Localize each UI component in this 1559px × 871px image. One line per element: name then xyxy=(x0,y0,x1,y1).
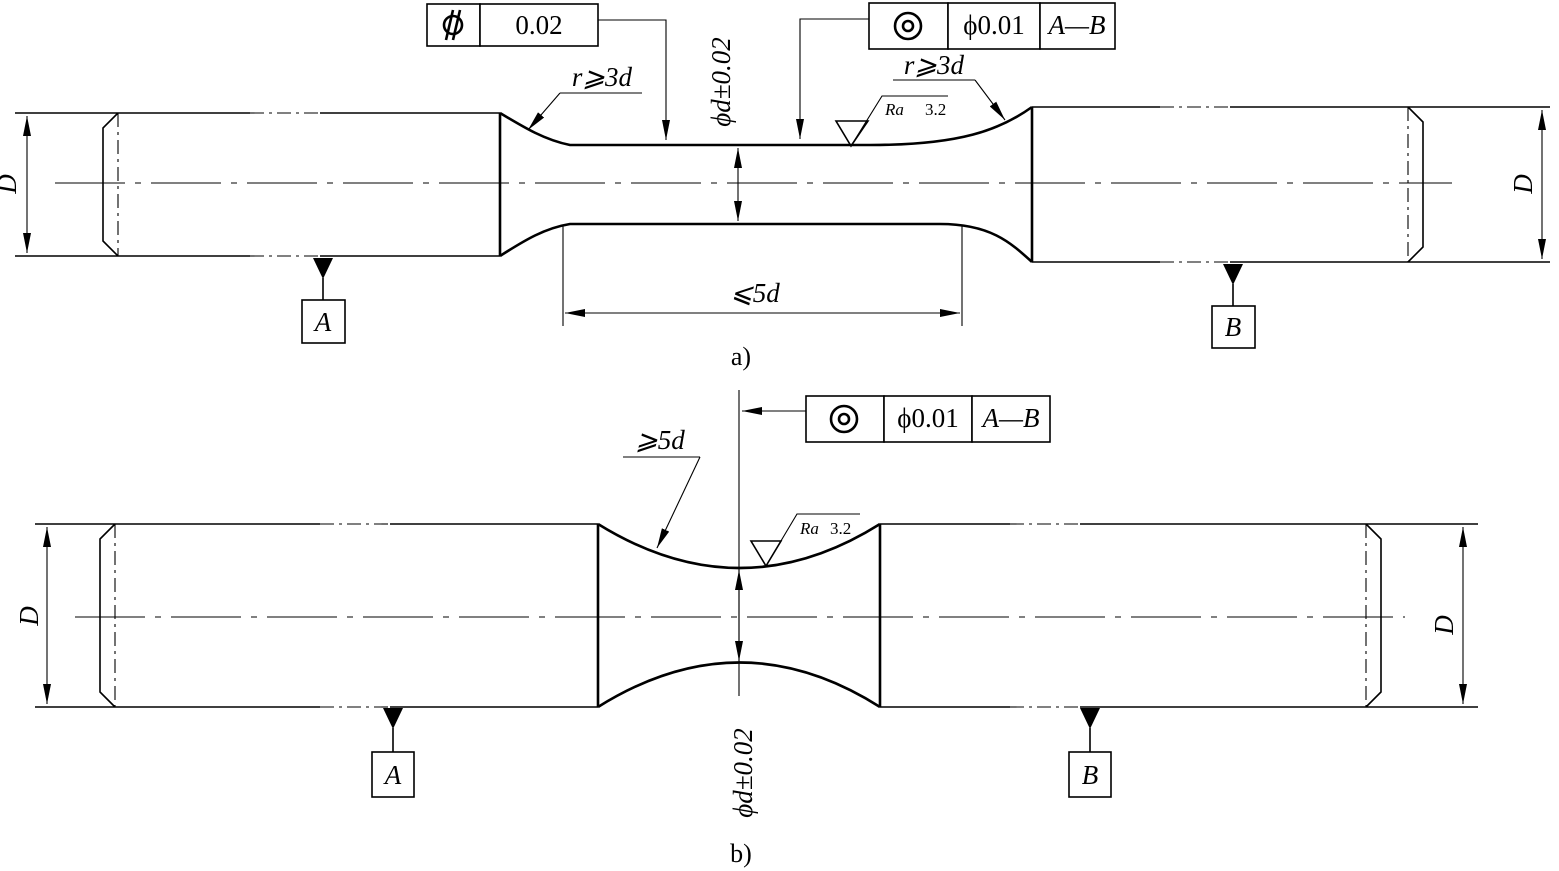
left-cylinder-b xyxy=(35,523,600,708)
radius-b: ⩾5d xyxy=(623,425,701,549)
left-cylinder-a xyxy=(15,112,502,257)
datum-B-a: B xyxy=(1211,264,1256,349)
coaxiality-datums: A—B xyxy=(981,403,1040,433)
cylindricity-icon xyxy=(442,9,464,41)
right-cylinder-a xyxy=(1032,106,1550,263)
datum-A-a: A xyxy=(301,258,346,344)
dimension-neck-diameter-a: ϕd±0.02 xyxy=(706,37,742,221)
roughness-b: Ra 3.2 xyxy=(749,513,860,568)
roughness-value: 3.2 xyxy=(925,100,946,119)
coaxiality-frame-a: ϕ0.01 A—B xyxy=(796,2,1116,139)
dimension-D-right-b: D xyxy=(1429,527,1467,704)
coaxiality-tolerance: ϕ0.01 xyxy=(963,10,1024,40)
radius-label: r⩾3d xyxy=(904,50,965,80)
dimension-D-left-b: D xyxy=(14,527,51,704)
neck-diameter-label: ϕd±0.02 xyxy=(706,37,736,127)
datum-A-label: A xyxy=(313,307,332,337)
dim-D-label: D xyxy=(0,174,22,195)
figure-b: D D ϕd±0.02 ⩾5d ϕ0.01 A— xyxy=(14,390,1478,868)
concentricity-icon xyxy=(893,11,923,41)
right-cylinder-b xyxy=(880,523,1478,708)
figure-a: D D ϕd±0.02 ⩽5d r⩾3d r⩾3d xyxy=(0,2,1550,371)
concentricity-icon xyxy=(829,404,859,434)
datum-A-label: A xyxy=(383,760,402,790)
neck-length-label: ⩽5d xyxy=(730,278,780,308)
roughness-value: 3.2 xyxy=(830,519,851,538)
coaxiality-frame-b: ϕ0.01 A—B xyxy=(742,395,1051,443)
roughness-param: Ra xyxy=(884,100,904,119)
coaxiality-datums: A—B xyxy=(1047,10,1106,40)
dimension-neck-diameter-b: ϕd±0.02 xyxy=(728,390,758,818)
dim-D-label: D xyxy=(1508,174,1538,195)
datum-B-b: B xyxy=(1068,708,1112,798)
dim-D-label: D xyxy=(1429,615,1459,636)
radius-right-a: r⩾3d xyxy=(893,50,1006,121)
dimension-D-right-a: D xyxy=(1508,110,1546,259)
radius-label: ⩾5d xyxy=(635,425,685,455)
dimension-neck-length-a: ⩽5d xyxy=(562,226,963,326)
dimension-D-left-a: D xyxy=(0,116,32,253)
neck-diameter-label: ϕd±0.02 xyxy=(728,728,758,818)
caption-a: a) xyxy=(731,342,751,371)
cylindricity-frame-a: 0.02 xyxy=(426,3,670,140)
roughness-param: Ra xyxy=(799,519,819,538)
caption-b: b) xyxy=(730,839,752,868)
neck-a xyxy=(499,105,1034,263)
radius-left-a: r⩾3d xyxy=(527,62,642,131)
dim-D-label: D xyxy=(14,606,44,627)
datum-B-label: B xyxy=(1225,312,1242,342)
cylindricity-tolerance: 0.02 xyxy=(515,10,562,40)
radius-label: r⩾3d xyxy=(572,62,633,92)
datum-A-b: A xyxy=(371,708,415,798)
roughness-a: Ra 3.2 xyxy=(834,95,948,148)
datum-B-label: B xyxy=(1082,760,1099,790)
coaxiality-tolerance: ϕ0.01 xyxy=(897,403,958,433)
